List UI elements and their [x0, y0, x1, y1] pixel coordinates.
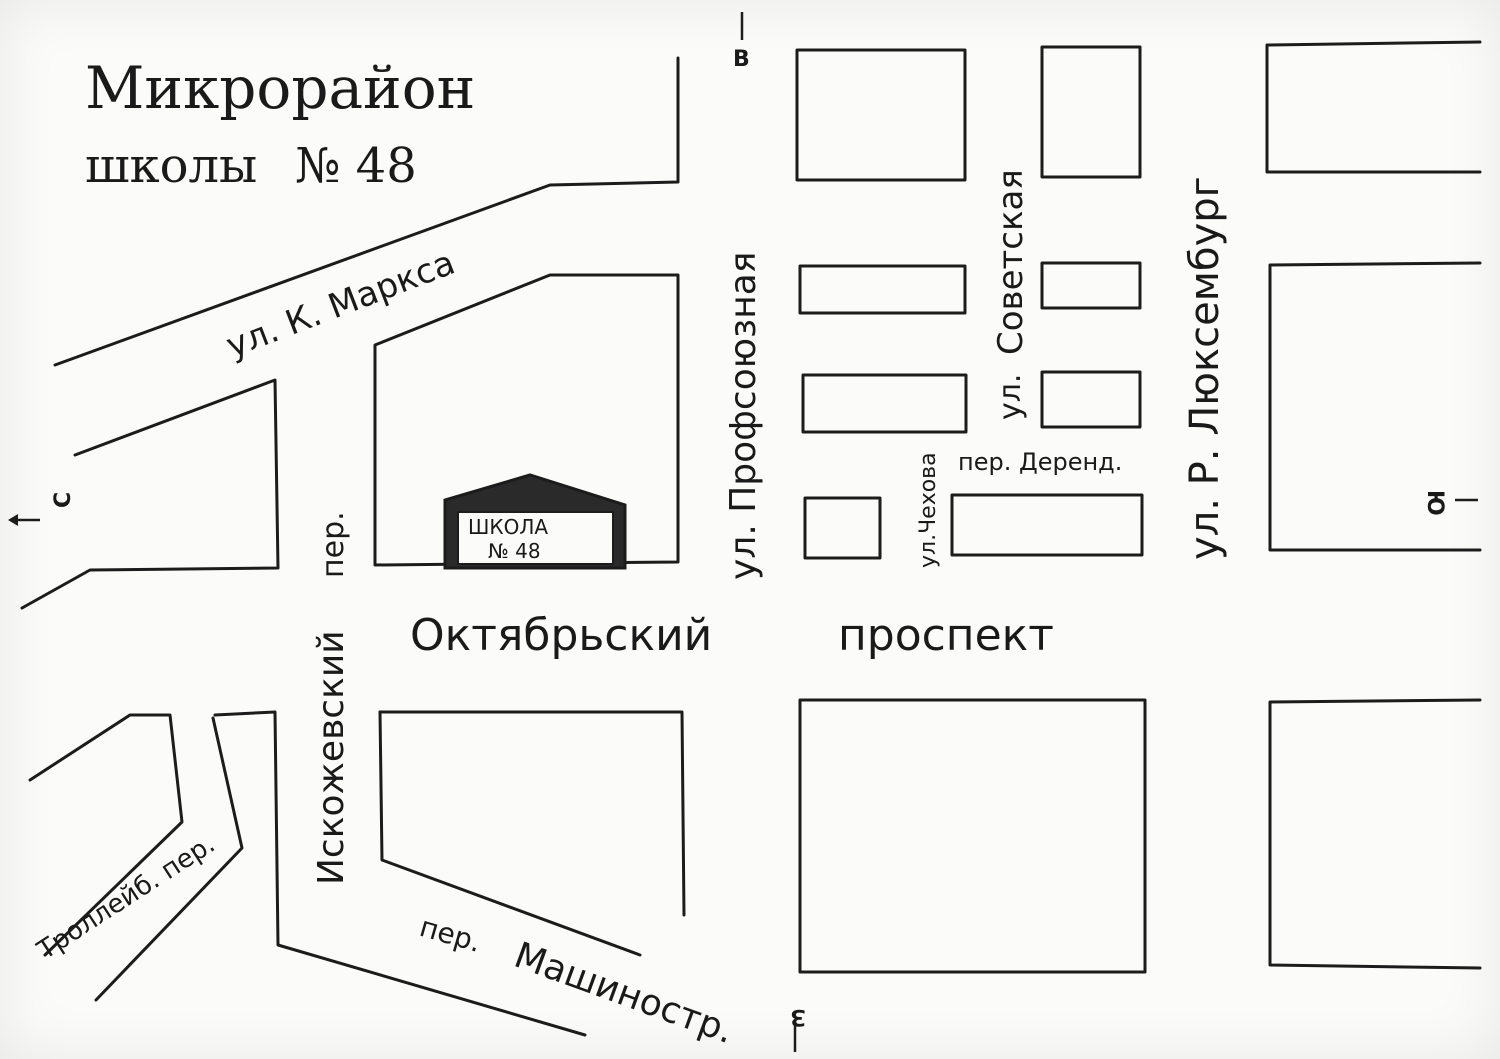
block-south-far-east — [1268, 698, 1482, 970]
block-iskozhevsky-south — [213, 710, 587, 1037]
block-ne-1 — [795, 48, 967, 182]
street-chekhova: ул.Чехова — [916, 452, 941, 568]
compass-south: Ю — [1422, 490, 1478, 516]
street-sovetskaya: Советская — [991, 169, 1031, 355]
block-south-center-top — [378, 710, 686, 917]
block-west-of-iskozhevsky — [20, 378, 280, 610]
block-mid-3 — [801, 373, 968, 434]
street-sovetskaya-prefix: ул. — [993, 374, 1028, 420]
k-marksa-north-edge — [53, 56, 680, 367]
lane-derend: пер. Деренд. — [958, 448, 1122, 476]
compass-north: С — [8, 492, 76, 526]
block-derend-south — [950, 493, 1144, 557]
lane-mashinostr: Машиностр. — [509, 935, 739, 1052]
school-label-line2: № 48 — [488, 539, 541, 563]
block-ne-3 — [1265, 40, 1482, 174]
block-east-large — [1268, 261, 1482, 552]
compass-east-label: В — [733, 47, 750, 72]
title-line1: Микрорайон — [85, 54, 475, 122]
title-line2: школы — [85, 138, 257, 194]
prospekt-word: проспект — [838, 610, 1054, 661]
block-mid-1 — [798, 264, 967, 315]
block-chekhova-west — [803, 496, 882, 560]
compass-east: В — [733, 12, 750, 72]
compass-west-label: З — [790, 1004, 806, 1029]
map-title: Микрорайон школы № 48 — [85, 54, 475, 194]
compass-south-label: Ю — [1422, 490, 1447, 516]
compass-north-arrowhead — [8, 514, 18, 526]
school-label-line1: ШКОЛА — [468, 515, 548, 539]
school-label-box — [457, 511, 614, 565]
title-number: № 48 — [295, 138, 417, 194]
block-south-east — [798, 698, 1147, 974]
block-mid-4 — [1040, 370, 1142, 429]
prospekt-oktyabrsky: Октябрьский — [410, 610, 712, 661]
lane-iskozhevsky: Искожевский — [311, 630, 352, 885]
school-block — [373, 273, 680, 567]
lane-mashinostr-per: пер. — [416, 910, 485, 959]
block-trolleyb-west — [28, 713, 184, 957]
street-profsoyuznaya: ул. Профсоюзная — [723, 252, 764, 580]
school-building: ШКОЛА № 48 — [443, 473, 627, 570]
compass-west: З — [790, 1004, 806, 1052]
block-mid-2 — [1040, 261, 1142, 310]
compass-north-label: С — [51, 492, 76, 508]
block-ne-2 — [1040, 45, 1142, 179]
street-r-luxemburg: ул. Р. Люксембург — [1182, 176, 1228, 560]
trolleyb-street-edge — [94, 716, 244, 1002]
lane-iskozhevsky-per: пер. — [316, 511, 351, 578]
block-south-center-bottom — [378, 710, 642, 957]
